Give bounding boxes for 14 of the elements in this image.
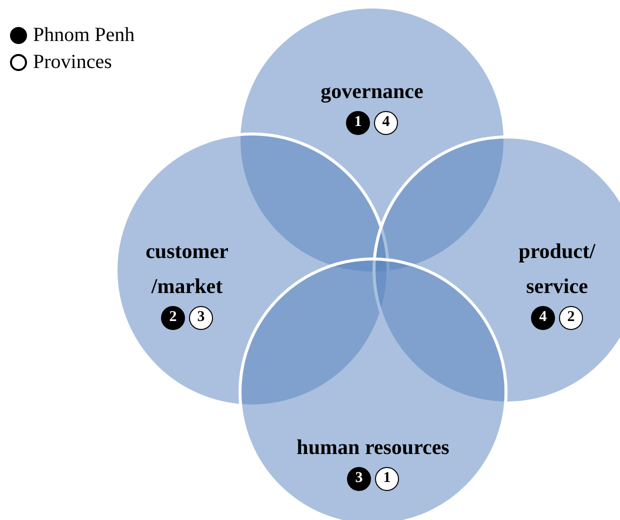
rank-badge: 3 bbox=[189, 306, 213, 330]
legend-label: Provinces bbox=[33, 51, 112, 74]
rank-badge: 2 bbox=[559, 306, 583, 330]
rank-badge: 2 bbox=[161, 306, 185, 330]
rank-badge: 4 bbox=[531, 306, 555, 330]
circle-title: human resources bbox=[296, 434, 450, 461]
rank-badge: 4 bbox=[374, 111, 398, 135]
circle-title: product/ service bbox=[518, 238, 596, 300]
rank-badge: 1 bbox=[375, 467, 399, 491]
circle-title: customer /market bbox=[144, 238, 230, 300]
rank-badge: 3 bbox=[347, 467, 371, 491]
rank-badge: 1 bbox=[346, 111, 370, 135]
legend-label: Phnom Penh bbox=[33, 24, 135, 47]
circle-title: governance bbox=[320, 78, 424, 105]
